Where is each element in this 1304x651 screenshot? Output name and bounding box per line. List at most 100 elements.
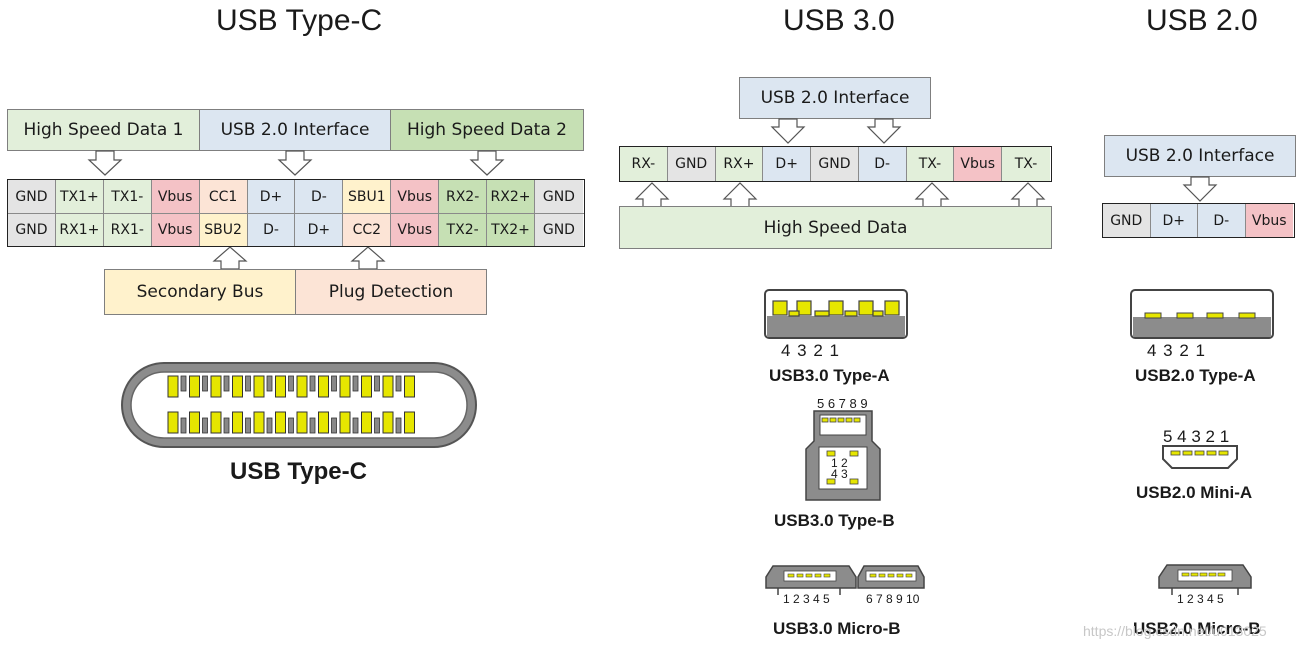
arrow-down-icon	[87, 150, 123, 176]
arrow-up-icon	[914, 182, 950, 208]
usb2-header: USB 2.0	[1146, 4, 1258, 37]
typec-contact-spacer	[352, 375, 359, 392]
pin-cell: GND	[8, 214, 56, 246]
typec-contact-bottom	[382, 411, 394, 434]
pin-cell: D+	[247, 180, 296, 213]
typec-contact-top	[210, 375, 222, 398]
typec-contact-top	[361, 375, 372, 398]
typec-contact-spacer	[331, 417, 337, 434]
typec-contact-spacer	[309, 375, 316, 392]
typec-contact-spacer	[395, 375, 402, 392]
arrow-up-icon	[350, 246, 386, 270]
typec-contact-bottom	[339, 411, 351, 434]
typec-contact-bottom	[189, 411, 200, 434]
typec-contact-top	[275, 375, 286, 398]
pin-cell: Vbus	[1245, 204, 1293, 237]
arrow-up-icon	[634, 182, 670, 208]
typec-contact-bottom	[253, 411, 265, 434]
pin-cell: CC2	[343, 214, 392, 246]
pin-cell: Vbus	[391, 180, 440, 213]
pin-cell: CC1	[199, 180, 248, 213]
arrow-down-icon	[1182, 176, 1218, 202]
pin-cell: Vbus	[151, 180, 200, 213]
typec-contact-top	[339, 375, 351, 398]
usb3-header: USB 3.0	[783, 4, 895, 37]
pin-cell: RX1+	[55, 214, 104, 246]
typec-contact-bottom	[404, 411, 415, 434]
typec-contact-spacer	[374, 417, 380, 434]
typec-contacts	[167, 375, 415, 434]
pin-cell: RX1-	[103, 214, 152, 246]
pin-cell: RX-	[620, 147, 668, 181]
typec-contact-spacer	[374, 375, 380, 392]
pin-cell: RX2+	[487, 180, 535, 213]
pin-cell: D-	[858, 147, 907, 181]
typec-contact-spacer	[288, 417, 294, 434]
usb2-micro-b-pin-numbers: 1 2 3 4 5	[1177, 592, 1224, 606]
typec-contact-spacer	[202, 375, 208, 392]
usb2-interface-label: USB 2.0 Interface	[199, 109, 391, 151]
pin-cell: Vbus	[391, 214, 440, 246]
typec-contact-bottom	[210, 411, 222, 434]
usb2-micro-b-caption: USB2.0 Micro-B	[1133, 619, 1261, 638]
arrow-down-icon	[469, 150, 505, 176]
usb2-type-a-caption: USB2.0 Type-A	[1135, 366, 1256, 385]
usb3-type-b-inner-bottom: 4 3	[831, 467, 848, 481]
arrow-down-icon	[277, 150, 313, 176]
typec-contact-bottom	[232, 411, 243, 434]
typec-contact-spacer	[352, 417, 359, 434]
pin-cell: TX-	[1002, 147, 1050, 181]
pin-cell: D-	[1198, 204, 1246, 237]
pin-cell: GND	[8, 180, 56, 213]
pin-cell: D-	[295, 180, 344, 213]
usb3-micro-b-caption: USB3.0 Micro-B	[773, 619, 901, 638]
typec-contact-spacer	[266, 417, 273, 434]
pin-cell: D+	[1150, 204, 1198, 237]
typec-contact-spacer	[245, 417, 251, 434]
plug-detection-label: Plug Detection	[295, 269, 487, 315]
typec-contact-spacer	[331, 375, 337, 392]
typec-contact-spacer	[245, 375, 251, 392]
watermark: https://blog.csdn.net/u013025	[1083, 623, 1267, 639]
typec-contact-top	[404, 375, 415, 398]
pin-cell: SBU1	[343, 180, 392, 213]
typec-contact-bottom	[361, 411, 372, 434]
typec-contact-spacer	[180, 375, 187, 392]
usb3-micro-b-numbers-right: 6 7 8 9 10	[866, 592, 920, 606]
usb2-mini-a-caption: USB2.0 Mini-A	[1136, 483, 1253, 502]
typec-contact-spacer	[288, 375, 294, 392]
typec-contact-top	[382, 375, 394, 398]
usb3-type-a-caption: USB3.0 Type-A	[769, 366, 890, 385]
pin-cell: RX2-	[439, 180, 488, 213]
pin-cell: TX-	[906, 147, 955, 181]
typec-contact-spacer	[180, 417, 187, 434]
pin-cell: D+	[295, 214, 344, 246]
typec-contact-top	[232, 375, 243, 398]
usb2-type-a-pin-numbers: 4 3 2 1	[1147, 341, 1206, 360]
pin-cell: D+	[763, 147, 812, 181]
pin-cell: GND	[667, 147, 716, 181]
pin-cell: GND	[1103, 204, 1151, 237]
pin-cell: Vbus	[151, 214, 200, 246]
pin-cell: TX1-	[103, 180, 152, 213]
typec-contact-spacer	[202, 417, 208, 434]
typec-contact-spacer	[223, 417, 230, 434]
arrow-up-icon	[722, 182, 758, 208]
high-speed-data-2-label: High Speed Data 2	[390, 109, 584, 151]
typec-contact-spacer	[309, 417, 316, 434]
usb3-type-b-inner-top: 1 2	[831, 456, 848, 470]
high-speed-data-label: High Speed Data	[619, 206, 1052, 249]
usb3-type-b-caption: USB3.0 Type-B	[774, 511, 895, 530]
